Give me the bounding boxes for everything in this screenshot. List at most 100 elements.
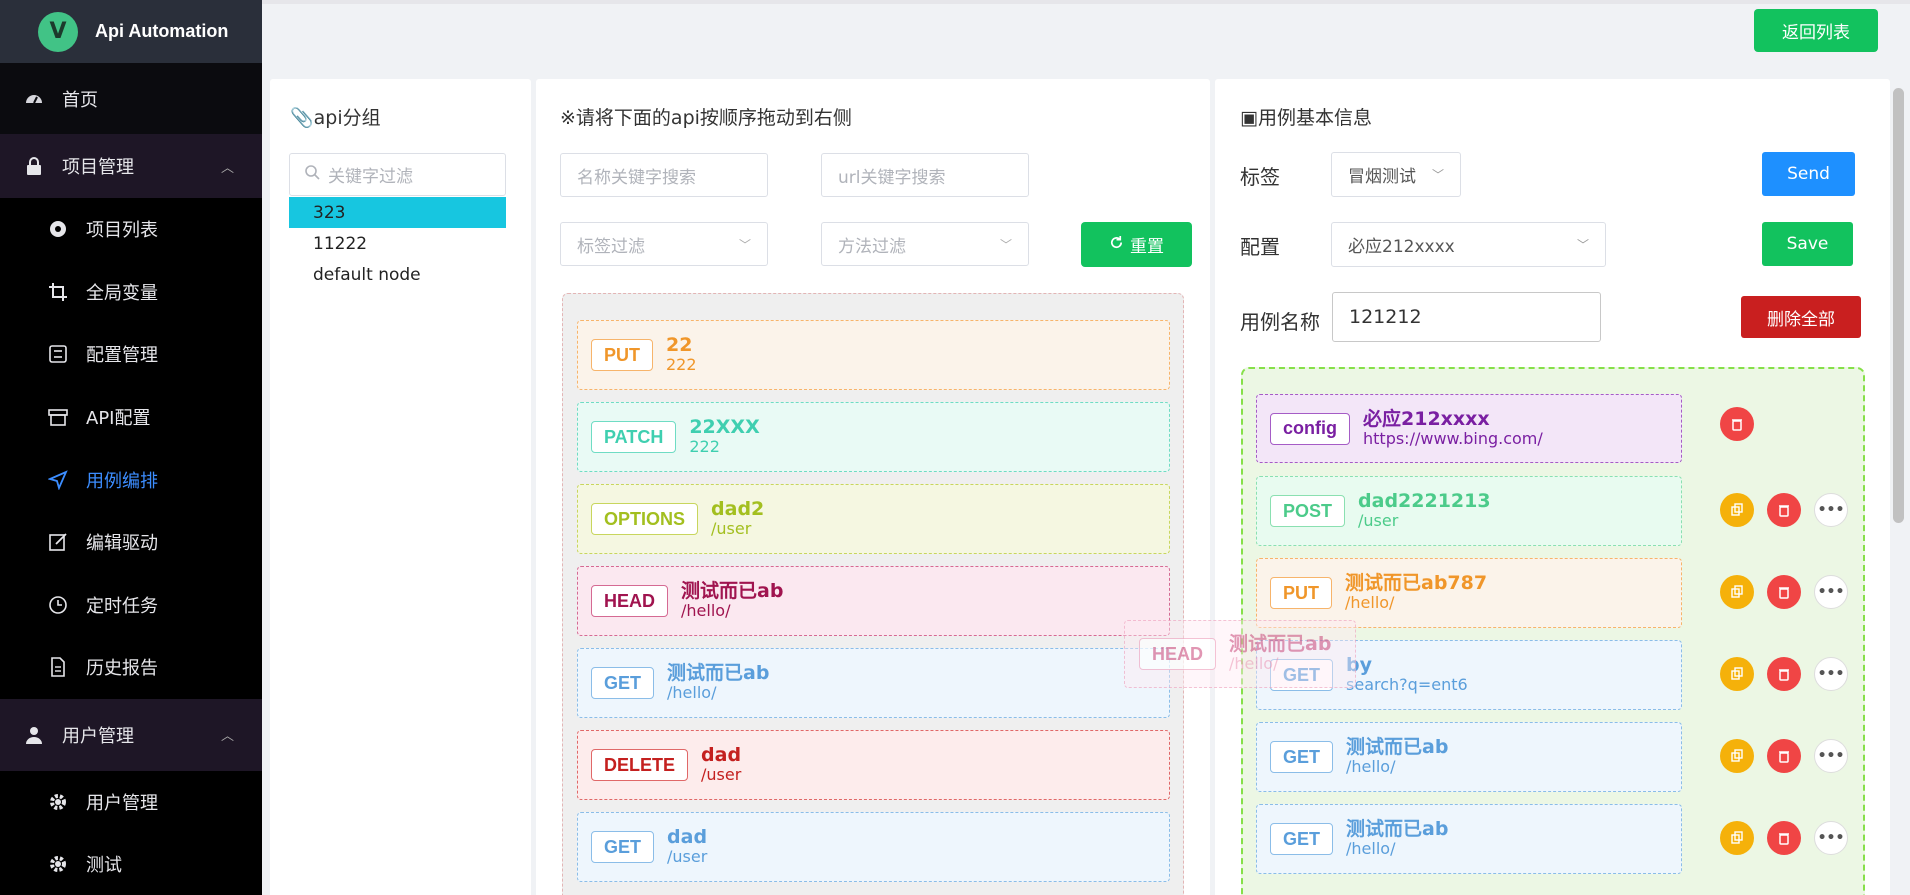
sidebar-project-item[interactable]: 编辑驱动 (0, 511, 262, 574)
method-filter-select[interactable]: 方法过滤 ﹀ (821, 222, 1029, 266)
archive-icon (48, 407, 68, 427)
sidebar-project-item[interactable]: 用例编排 (0, 448, 262, 511)
more-step-button[interactable]: ••• (1814, 657, 1848, 691)
api-name: dad (701, 744, 742, 766)
trash-icon (1732, 419, 1742, 431)
more-step-button[interactable]: ••• (1814, 575, 1848, 609)
step-card[interactable]: PUT 测试而已ab787/hello/ (1256, 558, 1682, 628)
more-step-button[interactable]: ••• (1814, 739, 1848, 773)
more-step-button[interactable]: ••• (1814, 493, 1848, 527)
case-name-label: 用例名称 (1240, 310, 1320, 334)
sidebar-project-item-label: 历史报告 (86, 658, 158, 680)
api-name: 测试而已ab787 (1345, 572, 1488, 594)
lock-icon (24, 156, 44, 176)
method-badge: OPTIONS (591, 503, 699, 535)
chevron-up-icon: ︿ (220, 729, 234, 745)
delete-step-button[interactable] (1767, 493, 1801, 527)
api-group-title: 📎api分组 (290, 107, 381, 129)
api-name: 测试而已ab (1346, 818, 1449, 840)
sidebar-project-item[interactable]: 项目列表 (0, 198, 262, 261)
delete-step-button[interactable] (1767, 575, 1801, 609)
sidebar-project-item[interactable]: 全局变量 (0, 261, 262, 324)
name-search-input[interactable]: 名称关键字搜索 (560, 153, 768, 197)
api-url: /user (701, 765, 742, 784)
step-card[interactable]: GETbysearch?q=ent6 (1256, 640, 1682, 710)
more-icon: ••• (1817, 584, 1845, 600)
api-name: 测试而已ab (681, 580, 784, 602)
refresh-icon (1109, 235, 1124, 255)
more-icon: ••• (1817, 830, 1845, 846)
tree-node[interactable]: 323 (289, 197, 506, 228)
copy-step-button[interactable] (1720, 493, 1754, 527)
chevron-down-icon: ﹀ (999, 237, 1012, 252)
config-card[interactable]: config 必应212xxxx https://www.bing.com/ (1256, 394, 1682, 463)
save-button[interactable]: Save (1762, 222, 1853, 266)
sidebar-project-item-label: 全局变量 (86, 282, 158, 304)
copy-step-button[interactable] (1720, 821, 1754, 855)
delete-step-button[interactable] (1767, 821, 1801, 855)
tag-filter-select[interactable]: 标签过滤 ﹀ (560, 222, 768, 266)
case-name-input[interactable]: 121212 (1332, 292, 1601, 342)
url-search-placeholder: url关键字搜索 (838, 167, 946, 188)
delete-config-button[interactable] (1720, 407, 1754, 441)
more-step-button[interactable]: ••• (1814, 821, 1848, 855)
delete-all-button[interactable]: 删除全部 (1741, 296, 1861, 338)
config-label: 配置 (1240, 235, 1280, 259)
send-button[interactable]: Send (1762, 152, 1855, 196)
trash-icon (1777, 749, 1791, 763)
ghost-method-badge: HEAD (1139, 638, 1217, 670)
sidebar-project-item[interactable]: API配置 (0, 386, 262, 449)
sidebar-user-item[interactable]: 测试 (0, 833, 262, 895)
menu-project-header[interactable]: 项目管理 ︿ (0, 134, 262, 198)
reset-button[interactable]: 重置 (1081, 222, 1192, 267)
api-url: 222 (666, 355, 697, 374)
tag-select[interactable]: 冒烟测试 ﹀ (1331, 152, 1461, 197)
method-badge: PUT (591, 339, 653, 371)
sidebar-project-item[interactable]: 历史报告 (0, 636, 262, 699)
return-list-button[interactable]: 返回列表 (1754, 9, 1878, 52)
delete-step-button[interactable] (1767, 657, 1801, 691)
copy-step-button[interactable] (1720, 739, 1754, 773)
copy-step-button[interactable] (1720, 657, 1754, 691)
config-name: 必应212xxxx (1363, 407, 1490, 430)
top-bar (262, 0, 1910, 4)
ghost-api-url: /hello/ (1229, 654, 1279, 673)
config-select[interactable]: 必应212xxxx ﹀ (1331, 222, 1606, 267)
api-url: /hello/ (1345, 593, 1395, 612)
keyword-filter-input[interactable]: 关键字过滤 (289, 153, 506, 196)
tag-label: 标签 (1240, 165, 1280, 189)
more-icon: ••• (1817, 502, 1845, 518)
logo-icon: V (38, 11, 78, 52)
menu-group-project: 项目管理 ︿ (0, 134, 262, 198)
api-url: /hello/ (667, 683, 717, 702)
scrollbar[interactable] (1893, 88, 1904, 523)
trash-icon (1777, 831, 1791, 845)
copy-step-button[interactable] (1720, 575, 1754, 609)
sidebar-user-item[interactable]: 用户管理 (0, 771, 262, 833)
menu-user-header[interactable]: 用户管理 ︿ (0, 699, 262, 771)
app-title: Api Automation (95, 21, 229, 41)
sidebar-project-item-label: 编辑驱动 (86, 533, 158, 555)
sidebar-project-item[interactable]: 定时任务 (0, 574, 262, 637)
method-badge: PUT (1270, 577, 1332, 609)
menu-home[interactable]: 首页 (0, 63, 262, 134)
circle-dot-icon (48, 219, 68, 239)
url-search-input[interactable]: url关键字搜索 (821, 153, 1029, 197)
method-badge: GET (1270, 741, 1334, 773)
tree-node[interactable]: 11222 (313, 233, 368, 254)
reset-label: 重置 (1130, 237, 1164, 257)
delete-step-button[interactable] (1767, 739, 1801, 773)
api-name: dad2221213 (1358, 490, 1491, 512)
tree-node[interactable]: default node (313, 264, 421, 285)
sidebar-project-item[interactable]: 配置管理 (0, 323, 262, 386)
